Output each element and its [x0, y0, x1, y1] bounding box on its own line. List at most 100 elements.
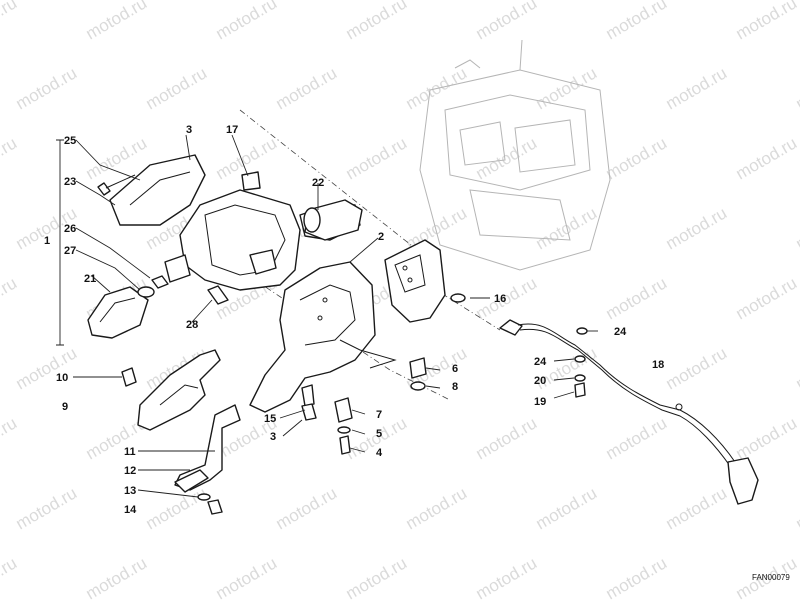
watermark-text: motod.ru	[603, 413, 671, 463]
watermark-text: motod.ru	[273, 483, 341, 533]
group-bracket-1	[56, 139, 64, 346]
upper-cover	[109, 154, 206, 226]
watermark-text: motod.ru	[0, 273, 20, 323]
callout-17: 17	[226, 124, 238, 136]
callout-21: 21	[84, 273, 96, 285]
drawing-code: FAN00079	[752, 573, 790, 582]
grommet-6	[409, 357, 427, 379]
watermark-text: motod.ru	[533, 203, 601, 253]
callout-18: 18	[652, 359, 664, 371]
watermark-text: motod.ru	[733, 133, 800, 183]
callout-19: 19	[534, 396, 546, 408]
washer-8	[410, 381, 426, 391]
watermark-text: motod.ru	[733, 273, 800, 323]
watermark-text: motod.ru	[793, 483, 800, 533]
watermark-text: motod.ru	[473, 273, 541, 323]
watermark-text: motod.ru	[83, 0, 151, 43]
callout-20: 20	[534, 375, 546, 387]
pin	[207, 285, 229, 305]
watermark-text: motod.ru	[733, 413, 800, 463]
callout-9: 9	[62, 401, 68, 413]
callout-22: 22	[312, 177, 324, 189]
washer-24-lower	[574, 355, 586, 363]
watermark-text: motod.ru	[0, 133, 20, 183]
watermark-text: motod.ru	[533, 483, 601, 533]
watermark-text: motod.ru	[13, 483, 81, 533]
watermark-text: motod.ru	[603, 133, 671, 183]
callout-23: 23	[64, 176, 76, 188]
nut-14	[207, 499, 223, 515]
callout-10: 10	[56, 372, 68, 384]
callout-3: 3	[270, 431, 276, 443]
callout-27: 27	[64, 245, 76, 257]
watermark-text: motod.ru	[663, 483, 731, 533]
watermark-text: motod.ru	[603, 0, 671, 43]
watermark-text: motod.ru	[793, 63, 800, 113]
watermark-text: motod.ru	[13, 343, 81, 393]
o-ring	[137, 286, 155, 298]
watermark-text: motod.ru	[13, 63, 81, 113]
screw-19	[574, 382, 586, 398]
watermark-text: motod.ru	[83, 553, 151, 600]
wiring-harness	[499, 319, 759, 505]
lamp-unit	[303, 199, 363, 241]
washer-5	[337, 426, 351, 434]
callout-13: 13	[124, 485, 136, 497]
screw-25	[97, 174, 136, 196]
screw-4	[339, 435, 351, 455]
watermark-text: motod.ru	[733, 0, 800, 43]
watermark-text: motod.ru	[273, 63, 341, 113]
spacer-7	[334, 397, 353, 423]
callout-28: 28	[186, 319, 198, 331]
watermark-text: motod.ru	[663, 203, 731, 253]
watermark-text: motod.ru	[0, 553, 20, 600]
watermark-text: motod.ru	[213, 553, 281, 600]
watermark-text: motod.ru	[663, 343, 731, 393]
side-bracket	[384, 239, 466, 323]
watermark-text: motod.ru	[793, 343, 800, 393]
callout-24: 24	[534, 356, 547, 368]
mounting-plate	[137, 349, 221, 431]
side-lens	[87, 286, 149, 339]
screw-10	[121, 367, 137, 387]
watermark-text: motod.ru	[213, 0, 281, 43]
callout-3: 3	[186, 124, 192, 136]
callout-7: 7	[376, 409, 382, 421]
watermark-text: motod.ru	[343, 133, 411, 183]
callout-6: 6	[452, 363, 458, 375]
watermark-text: motod.ru	[603, 553, 671, 600]
watermark-text: motod.ru	[0, 413, 20, 463]
watermark-text: motod.ru	[793, 203, 800, 253]
screw-3-lower	[301, 384, 315, 407]
callout-1: 1	[44, 235, 50, 247]
watermark-text: motod.ru	[473, 0, 541, 43]
bushing	[151, 275, 169, 289]
callout-11: 11	[124, 446, 136, 458]
main-bracket	[249, 261, 397, 413]
callout-26: 26	[64, 223, 76, 235]
callout-14: 14	[124, 504, 137, 516]
callout-5: 5	[376, 428, 382, 440]
watermark-text: motod.ru	[343, 553, 411, 600]
watermark-text: motod.ru	[473, 553, 541, 600]
callout-15: 15	[264, 413, 276, 425]
watermark-text: motod.ru	[0, 0, 20, 43]
watermark-text: motod.ru	[663, 63, 731, 113]
support-bracket	[174, 404, 241, 493]
washer-13	[197, 493, 211, 501]
washer-20	[574, 374, 586, 382]
callout-2: 2	[378, 231, 384, 243]
watermark-text: motod.ru	[143, 63, 211, 113]
watermark-text: motod.ru	[603, 273, 671, 323]
watermark-text: motod.ru	[343, 0, 411, 43]
callout-25: 25	[64, 135, 76, 147]
nut-15	[301, 403, 317, 421]
watermark-text: motod.ru	[473, 133, 541, 183]
watermark-text: motod.ru	[143, 483, 211, 533]
callout-12: 12	[124, 465, 136, 477]
engine-block-outline	[419, 39, 611, 271]
callout-4: 4	[376, 447, 383, 459]
watermark-text: motod.ru	[403, 483, 471, 533]
